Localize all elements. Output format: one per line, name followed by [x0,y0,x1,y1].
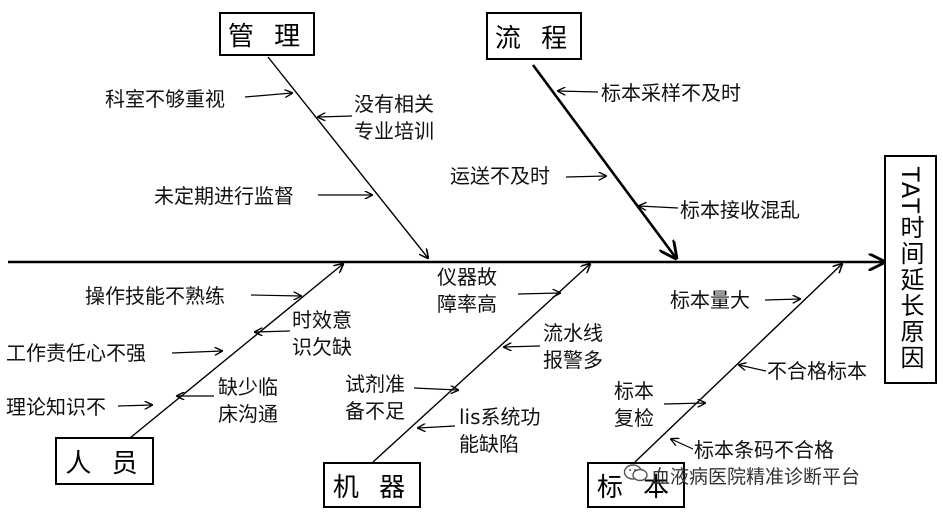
arrow-r1 [517,293,560,294]
arrow-s2 [739,365,767,372]
arrow-m1 [244,93,292,97]
arrow-h5 [117,405,152,406]
cause-machine-2: 流水线 报警多 [543,321,603,372]
cause-machine-4: lis系统功 能缺陷 [459,405,541,456]
cause-process-3: 标本接收混乱 [680,198,800,222]
cause-machine-3: 试剂准 备不足 [345,372,405,423]
arrow-s4 [671,439,694,450]
arrow-h1 [250,295,301,296]
bone-management [267,56,428,258]
wechat-icon [623,464,648,482]
arrow-p1 [558,91,599,92]
cause-specimen-4: 标本条码不合格 [694,438,834,462]
arrow-h3 [171,351,222,353]
cause-specimen-1: 标本量大 [670,288,750,312]
category-box-process: 流 程 [486,12,582,60]
arrow-r3 [413,388,458,390]
category-box-management: 管 理 [219,12,315,56]
cause-specimen-2: 不合格标本 [767,359,867,383]
category-box-personnel: 人 员 [55,437,154,485]
cause-personnel-5: 理论知识不 [6,395,106,419]
cause-machine-1: 仪器故 障率高 [437,265,497,316]
arrow-p3 [639,206,679,208]
arrow-m2 [318,116,353,117]
cause-personnel-1: 操作技能不熟练 [85,284,225,308]
arrow-h2 [255,331,291,332]
bone-personnel [129,264,343,439]
cause-management-1: 科室不够重视 [105,87,225,111]
effect-label: TAT时间延长原因 [896,167,924,372]
category-box-machine: 机 器 [323,462,421,508]
cause-personnel-2: 时效意 识欠缺 [292,308,352,359]
cause-management-2: 没有相关 专业培训 [354,92,434,143]
arrow-s1 [764,299,800,300]
arrow-p2 [565,176,606,177]
cause-personnel-4: 缺少临 床沟通 [218,375,278,426]
cause-specimen-3: 标本 复检 [614,379,654,430]
cause-management-3: 未定期进行监督 [154,184,294,208]
cause-process-2: 运送不及时 [450,164,550,188]
arrow-s3 [663,403,705,404]
arrow-r2 [504,346,541,347]
watermark-text: 血液病医院精准诊断平台 [651,466,861,488]
cause-process-1: 标本采样不及时 [601,81,741,105]
arrow-r4 [418,426,456,428]
cause-personnel-3: 工作责任心不强 [6,341,146,365]
bone-process [531,64,676,258]
effect-box: TAT时间延长原因 [884,155,937,384]
